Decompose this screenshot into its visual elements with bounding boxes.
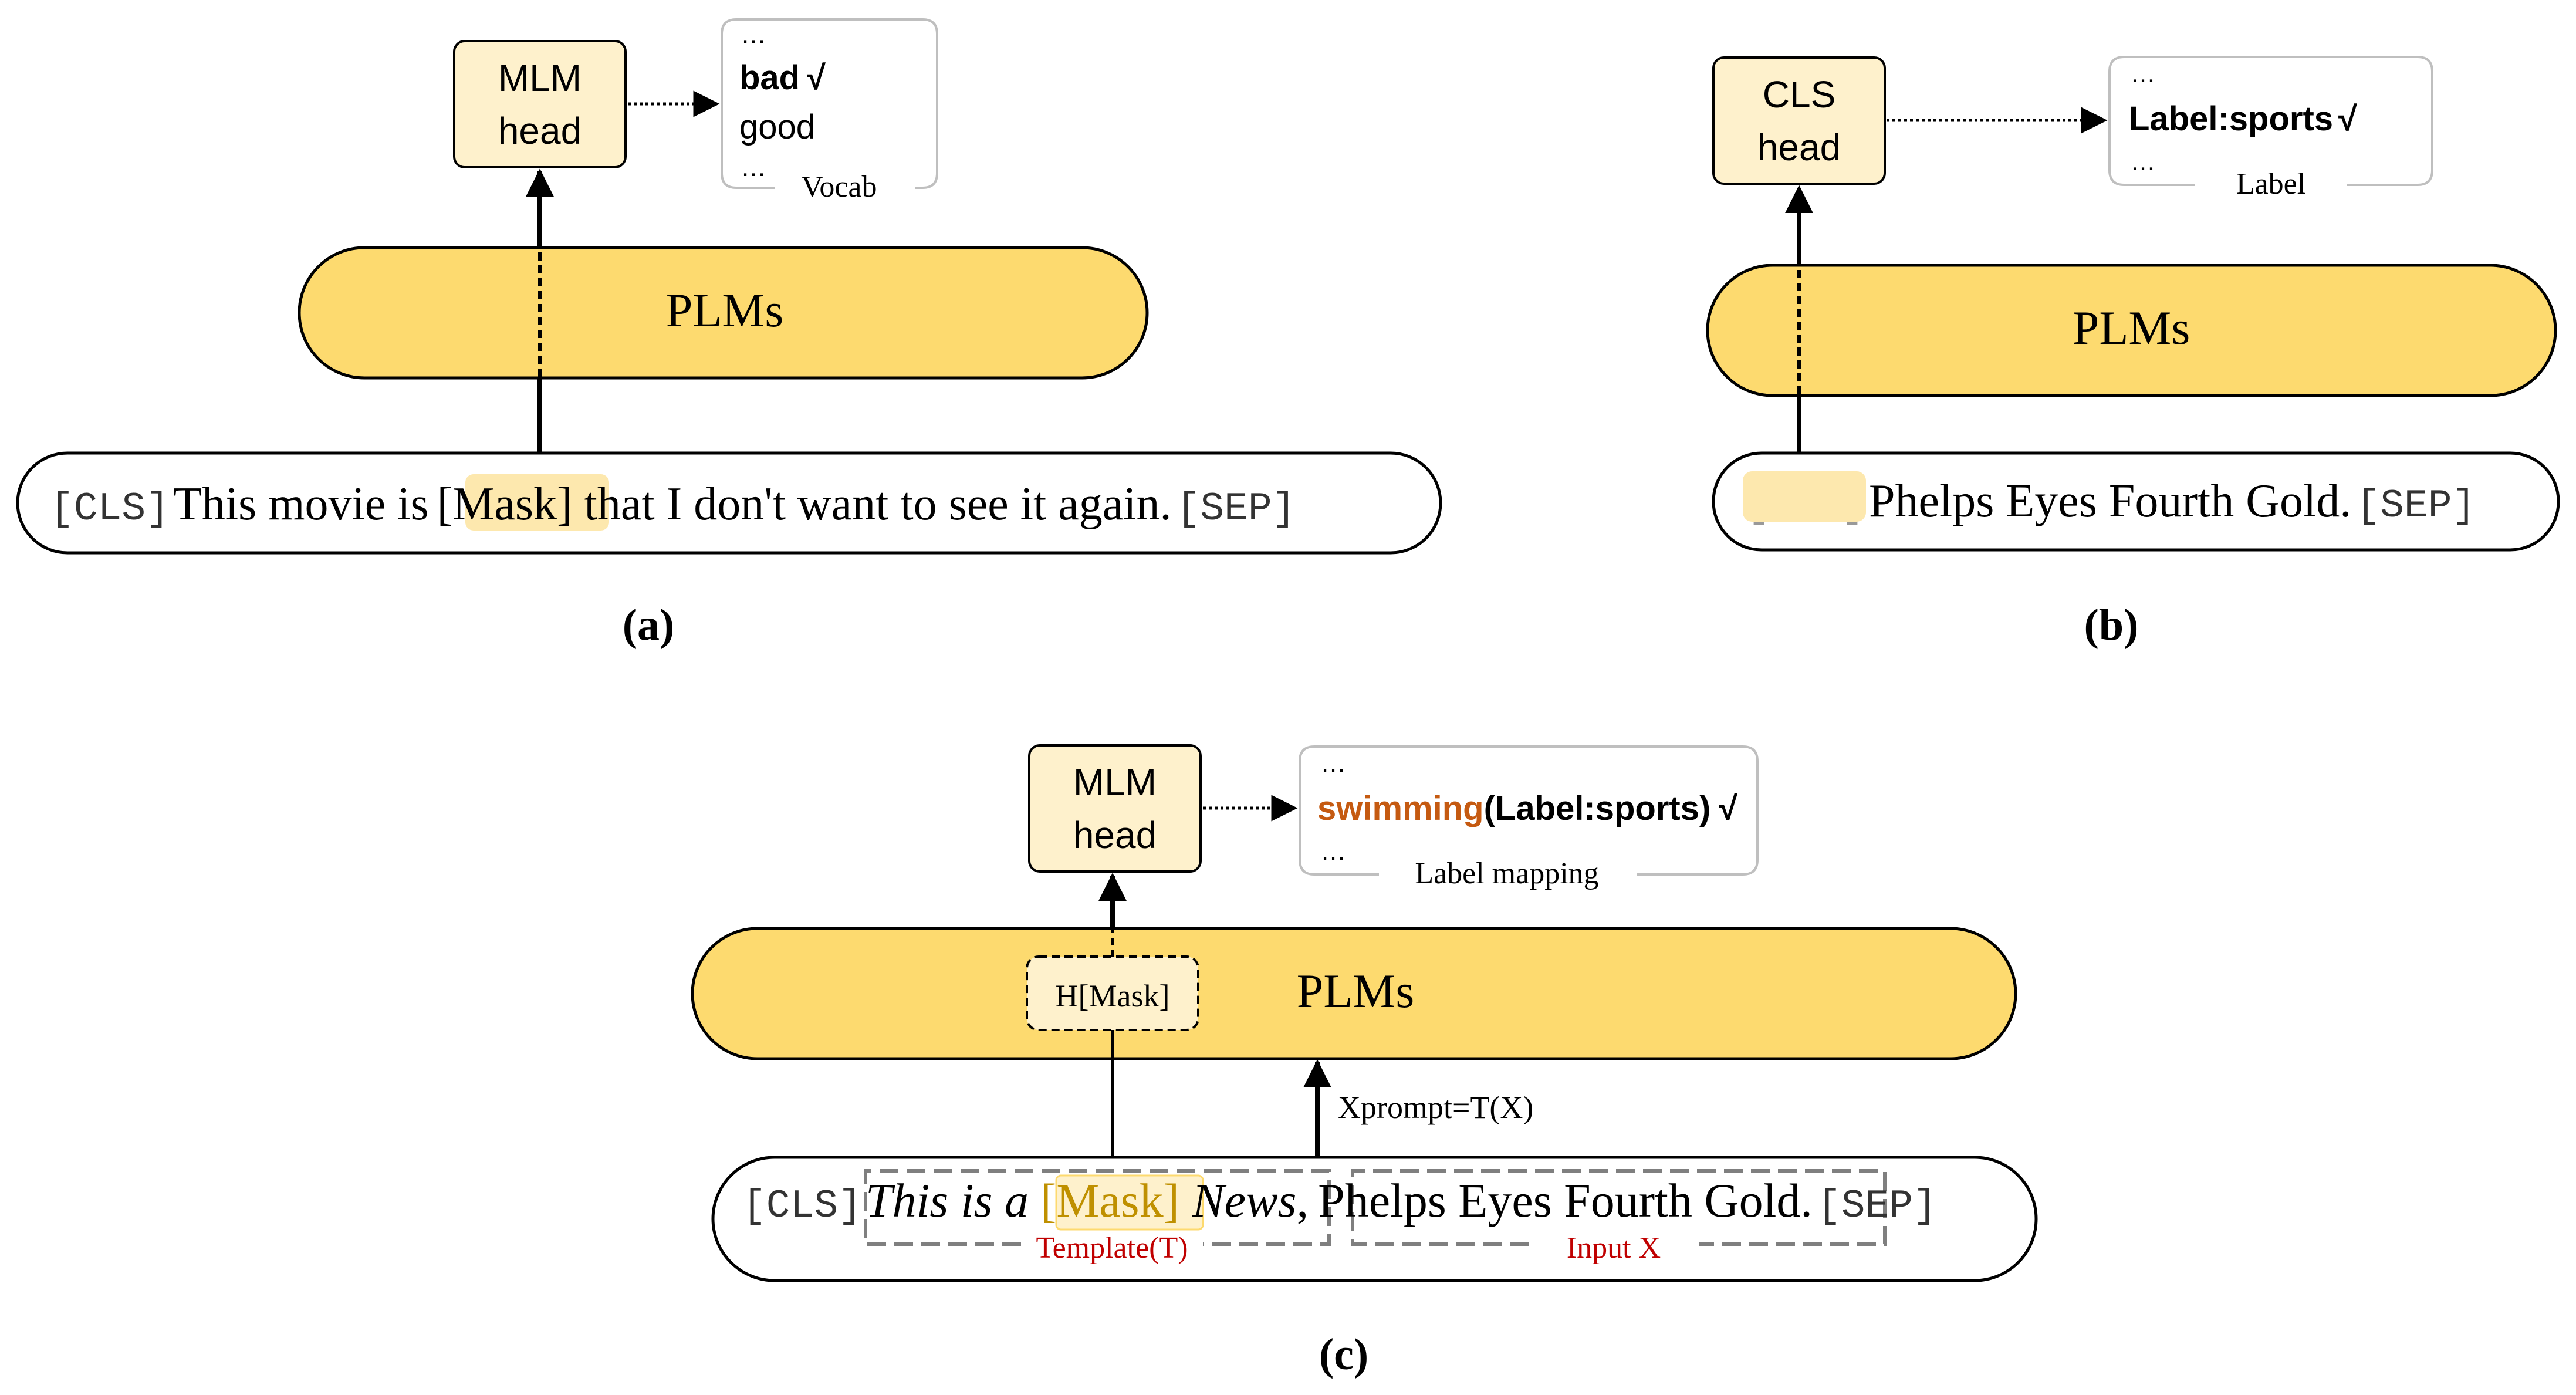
hmask-label: H[Mask] <box>1056 978 1170 1014</box>
check-icon-b: √ <box>2338 100 2357 138</box>
vocab-box-a: … bad √ good … Vocab <box>721 18 938 204</box>
label-value-b: Label:sports <box>2129 100 2333 138</box>
mlm-head-line2-c: head <box>1073 814 1157 856</box>
caption-b: (b) <box>2084 600 2139 650</box>
cls-highlight-b <box>1743 471 1866 522</box>
comma: , <box>1297 1174 1309 1227</box>
panel-c: MLM head … swimming(Label:sports)√ … Lab… <box>691 744 2038 1379</box>
label-top-ellipsis-b: … <box>2130 59 2156 88</box>
sep-token-b: [SEP] <box>2356 484 2476 529</box>
text-post-a: that I don't want to see it again. <box>584 478 1172 530</box>
mask-highlight-c <box>1055 1174 1204 1231</box>
cls-head-line1: CLS <box>1763 73 1836 116</box>
xprompt-label: Xprompt=T(X) <box>1338 1090 1533 1125</box>
template-caption: Template(T) <box>1036 1231 1188 1265</box>
check-icon-a: √ <box>807 59 826 97</box>
input-sentence-a: [CLS]This movie is[Mask]that I don't wan… <box>50 478 1296 532</box>
plm-bar-a <box>298 246 1149 380</box>
mapping-label-value: (Label:sports) <box>1484 789 1711 827</box>
cls-token-c: [CLS] <box>742 1184 862 1229</box>
mask-token-c: [Mask] <box>1040 1174 1179 1227</box>
text-c: Phelps Eyes Fourth Gold. <box>1318 1174 1813 1227</box>
template-post: News <box>1192 1174 1297 1227</box>
mlm-head-line1-a: MLM <box>498 57 582 99</box>
vocab-label: Vocab <box>801 170 877 204</box>
vocab-bad: bad <box>739 59 800 97</box>
mapping-word: swimming <box>1317 789 1484 827</box>
template-pre: This is a <box>866 1174 1029 1227</box>
vocab-top-ellipsis-a: … <box>741 21 766 49</box>
input-x-dashed-box <box>1351 1169 1887 1246</box>
template-dashed-box <box>864 1169 1331 1246</box>
input-pill-c <box>711 1156 2038 1282</box>
cls-head-line2: head <box>1757 126 1841 168</box>
input-x-caption: Input X <box>1567 1231 1661 1265</box>
vocab-good: good <box>739 108 815 146</box>
mapping-caption: Label mapping <box>1415 857 1598 890</box>
label-box-b: … Label:sports √ … Label <box>2108 56 2433 201</box>
text-b: Phelps Eyes Fourth Gold. <box>1869 475 2351 527</box>
mapping-line: swimming(Label:sports)√ <box>1317 789 1737 827</box>
label-caption-b: Label <box>2236 167 2305 201</box>
mlm-head-box-c: MLM head <box>1028 744 1202 873</box>
mask-highlight-a <box>465 474 609 531</box>
mlm-head-box-a: MLM head <box>453 40 627 168</box>
plm-bar-b <box>1706 264 2557 397</box>
input-pill-a <box>16 451 1442 555</box>
check-icon-c: √ <box>1719 789 1737 827</box>
panel-b: CLS head … Label:sports √ … Label PLMs [… <box>1706 56 2560 650</box>
text-pre-a: This movie is <box>173 478 429 530</box>
plm-bar-c <box>691 927 2017 1060</box>
label-bottom-ellipsis-b: … <box>2130 147 2156 176</box>
plm-label-c: PLMs <box>1297 964 1415 1018</box>
caption-a: (a) <box>623 600 675 650</box>
input-pill-b <box>1712 451 2560 552</box>
caption-c: (c) <box>1319 1330 1368 1379</box>
label-mapping-box: … swimming(Label:sports)√ … Label mappin… <box>1299 745 1759 890</box>
sep-token-c: [SEP] <box>1817 1184 1937 1229</box>
input-sentence-c: [CLS]This is a[Mask]News,Phelps Eyes Fou… <box>742 1174 1937 1229</box>
hmask-box <box>1026 955 1199 1031</box>
sep-token-a: [SEP] <box>1176 487 1296 532</box>
cls-head-box: CLS head <box>1712 56 1886 185</box>
cls-token-a: [CLS] <box>50 487 170 532</box>
plm-label-a: PLMs <box>666 283 784 337</box>
mlm-head-line1-c: MLM <box>1073 761 1157 803</box>
mapping-bottom-ellipsis: … <box>1320 837 1346 866</box>
vocab-bottom-ellipsis-a: … <box>741 153 766 182</box>
mapping-top-ellipsis: … <box>1320 749 1346 778</box>
plm-label-b: PLMs <box>2073 301 2190 354</box>
mlm-head-line2-a: head <box>498 110 582 152</box>
mask-token-a: [Mask] <box>437 478 573 530</box>
panel-a: MLM head … bad √ good … Vocab PLMs [CLS]… <box>16 18 1442 650</box>
